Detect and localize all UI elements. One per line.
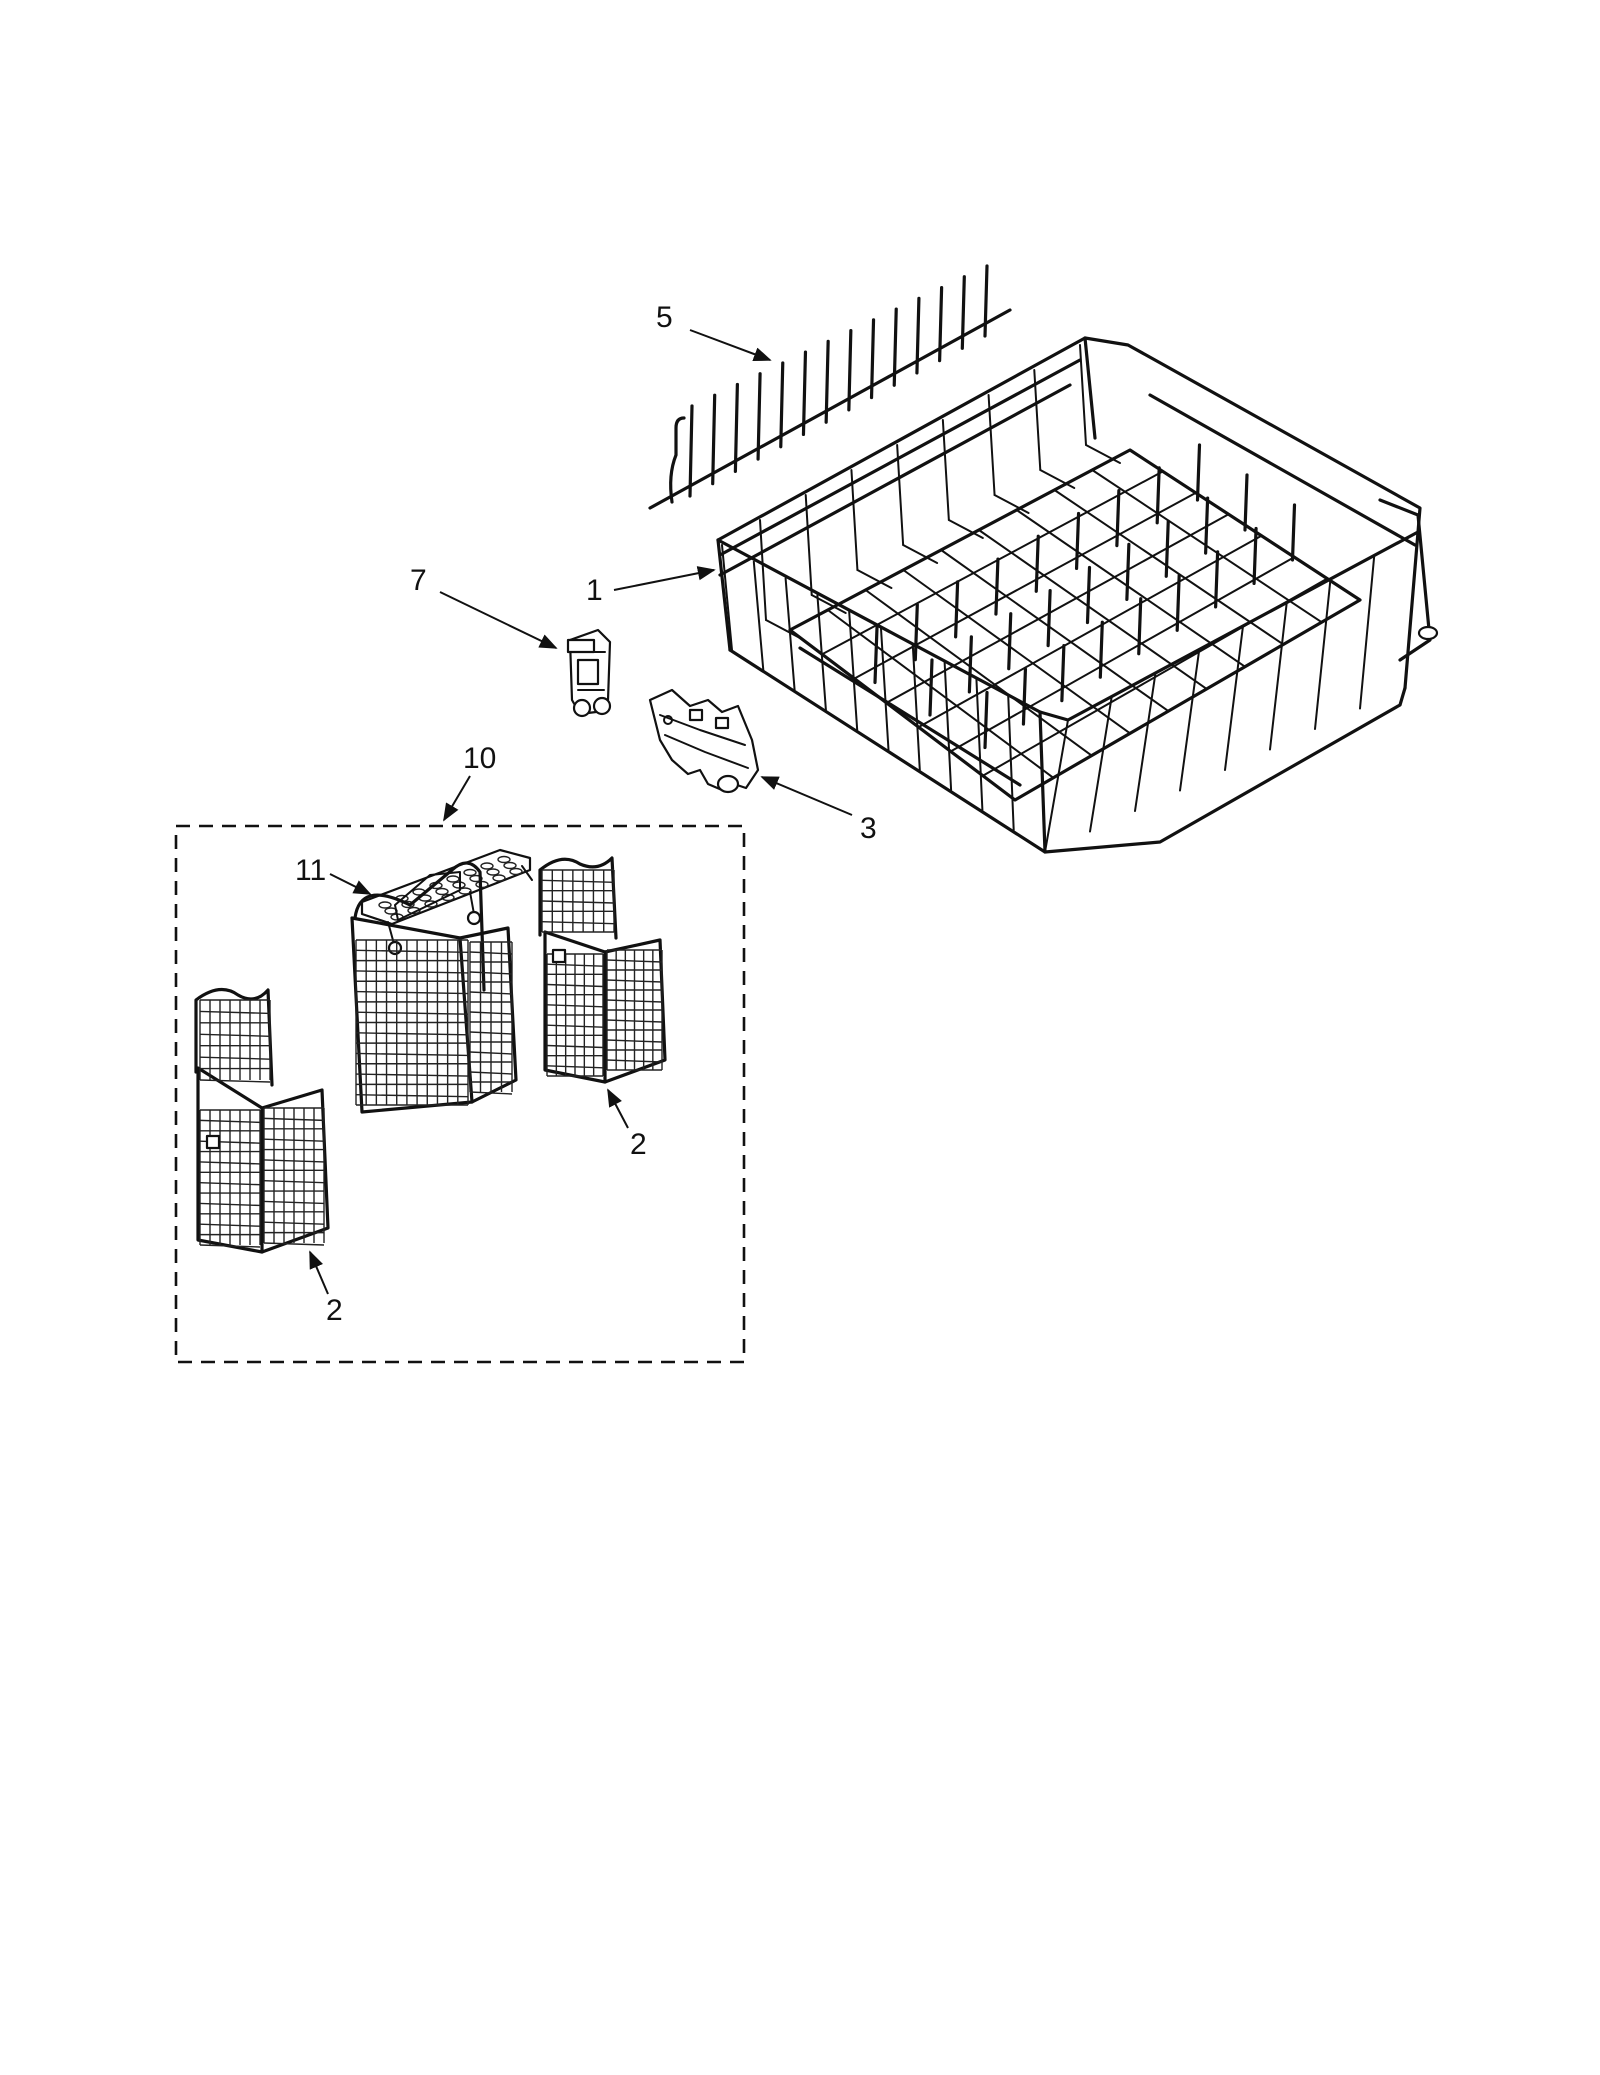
callout-11: 11 (295, 854, 372, 895)
callout-label-5: 5 (656, 301, 673, 334)
rack-adjuster-part (566, 628, 612, 718)
callout-7: 7 (410, 564, 558, 649)
callout-2-right: 2 (607, 1088, 647, 1161)
callout-5: 5 (656, 301, 772, 362)
callout-label-11: 11 (295, 854, 326, 887)
callout-label-7: 7 (410, 564, 427, 597)
rack-end-cap-part (648, 688, 760, 794)
callout-label-2-right: 2 (630, 1128, 647, 1161)
right-basket-part (538, 856, 667, 1084)
lower-rack-part (716, 336, 1439, 854)
center-basket-part (350, 861, 518, 1114)
callout-label-3: 3 (860, 812, 877, 845)
tine-row-part (648, 264, 1012, 510)
callout-1: 1 (586, 566, 716, 607)
callout-label-10: 10 (463, 742, 496, 775)
callout-2-left: 2 (309, 1250, 343, 1327)
basket-cover-part (360, 848, 533, 956)
basket-assembly-boundary (174, 824, 746, 1364)
callout-label-1: 1 (586, 574, 603, 607)
callout-label-2-left: 2 (326, 1294, 343, 1327)
callout-10: 10 (443, 742, 496, 822)
left-basket-part (194, 988, 330, 1254)
callout-3: 3 (760, 776, 877, 845)
